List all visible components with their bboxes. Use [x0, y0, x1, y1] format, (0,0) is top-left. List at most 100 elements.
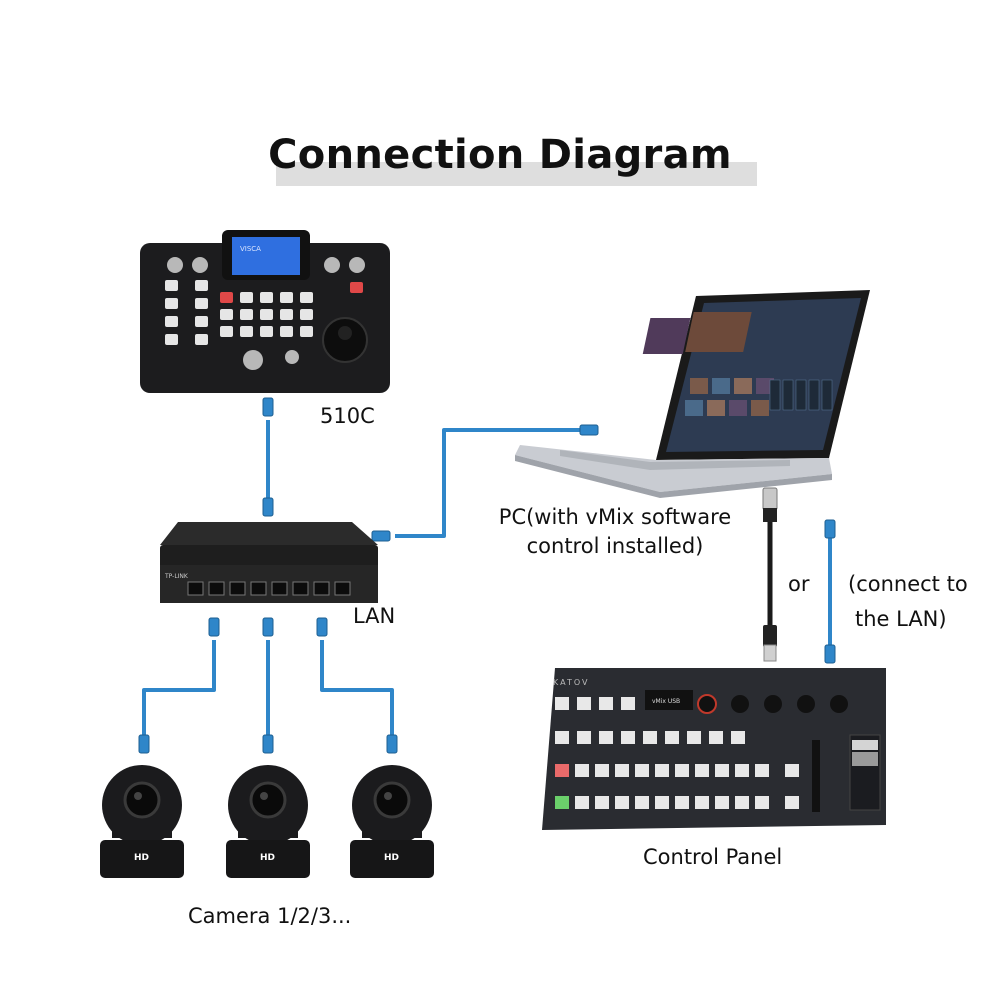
panel-key — [665, 731, 679, 744]
controller-key — [220, 292, 233, 303]
panel-key-auto — [785, 764, 799, 777]
controller-side-key — [165, 316, 178, 327]
laptop-screen-fader — [808, 379, 820, 411]
cameras: HD HD HD — [100, 765, 434, 878]
lan-note-line2: the LAN) — [855, 607, 947, 631]
cable-switch-to-pc — [395, 428, 585, 538]
controller-screen — [232, 237, 300, 275]
lan-switch: TP-LINK — [160, 522, 378, 603]
cable-switch-to-camera3 — [320, 640, 394, 740]
switch-port — [313, 581, 330, 596]
plug-switch-top — [262, 497, 274, 517]
laptop-screen-fader — [795, 379, 807, 411]
panel-key — [555, 731, 569, 744]
panel-key — [695, 764, 709, 777]
panel-tally-strip — [812, 740, 820, 812]
laptop-screen-thumb — [751, 400, 769, 416]
panel-key — [595, 796, 609, 809]
panel-key — [675, 796, 689, 809]
controller-key — [300, 292, 313, 303]
laptop-screen-fader — [821, 379, 833, 411]
controller-key — [260, 292, 273, 303]
panel-key — [731, 731, 745, 744]
panel-key — [715, 764, 729, 777]
panel-key — [735, 764, 749, 777]
controller-side-key — [195, 334, 208, 345]
laptop-screen-thumb — [734, 378, 752, 394]
panel-key — [621, 697, 635, 710]
panel-key — [577, 697, 591, 710]
panel-key — [687, 731, 701, 744]
ptz-camera: HD — [350, 765, 434, 878]
panel-knob — [764, 695, 782, 713]
plug-panel-lan — [824, 644, 836, 664]
ptz-camera: HD — [226, 765, 310, 878]
controller-key — [280, 309, 293, 320]
panel-key — [635, 764, 649, 777]
pc-label-line1: PC(with vMix software — [498, 505, 732, 529]
laptop-screen-thumb — [712, 378, 730, 394]
camera-hd-badge: HD — [134, 853, 149, 863]
controller-knobs — [167, 257, 365, 370]
laptop-screen-thumb — [685, 400, 703, 416]
plug-switch-cam2 — [262, 617, 274, 637]
laptop-screen-thumb — [707, 400, 725, 416]
panel-key — [599, 697, 613, 710]
controller-key — [220, 326, 233, 337]
controller-key — [300, 326, 313, 337]
laptop-screen-thumb — [690, 378, 708, 394]
panel-keys — [555, 697, 820, 812]
switch-port — [250, 581, 267, 596]
controller-key — [260, 326, 273, 337]
controller-key — [240, 326, 253, 337]
panel-key — [555, 697, 569, 710]
plug-switch-side — [371, 530, 391, 542]
switch-brand: TP-LINK — [164, 573, 189, 580]
lan-cables — [142, 420, 832, 740]
plug-controller-top — [262, 397, 274, 417]
controller-side-key — [195, 316, 208, 327]
controller-key — [240, 292, 253, 303]
cable-switch-to-camera1 — [142, 640, 216, 740]
or-label: or — [788, 572, 810, 596]
controller-key — [350, 282, 363, 293]
panel-key — [715, 796, 729, 809]
title-underline-bar — [276, 162, 757, 186]
panel-key — [575, 796, 589, 809]
panel-key — [655, 764, 669, 777]
plug-cam2 — [262, 734, 274, 754]
panel-key — [615, 764, 629, 777]
plug-pc-side — [579, 424, 599, 436]
panel-key — [555, 796, 569, 809]
camera-lens — [123, 781, 161, 819]
panel-key-cut — [785, 796, 799, 809]
panel-key — [655, 796, 669, 809]
diagram-title: Connection Diagram — [268, 132, 732, 178]
panel-key — [755, 764, 769, 777]
plug-switch-cam3 — [316, 617, 328, 637]
panel-brand: KATOV — [553, 678, 589, 687]
switch-port — [271, 581, 288, 596]
usb-plugs — [762, 487, 778, 662]
switch-ports — [187, 581, 351, 596]
plug-switch-cam1 — [208, 617, 220, 637]
controller-key — [300, 309, 313, 320]
camera-hd-badge: HD — [384, 853, 399, 863]
laptop-screen-fader — [769, 379, 781, 411]
camera-lens — [373, 781, 411, 819]
panel-knob — [830, 695, 848, 713]
control-panel: KATOV vMix USB — [542, 668, 886, 830]
panel-key — [695, 796, 709, 809]
controller-label: 510C — [320, 404, 375, 428]
switch-port — [292, 581, 309, 596]
controller-510c: VISCA — [140, 230, 390, 393]
controller-key — [240, 309, 253, 320]
rj45-plugs — [138, 397, 836, 754]
controller-screen-text: VISCA — [240, 245, 261, 253]
panel-knob — [797, 695, 815, 713]
panel-key — [621, 731, 635, 744]
panel-key — [735, 796, 749, 809]
plug-lan-note-top — [824, 519, 836, 539]
